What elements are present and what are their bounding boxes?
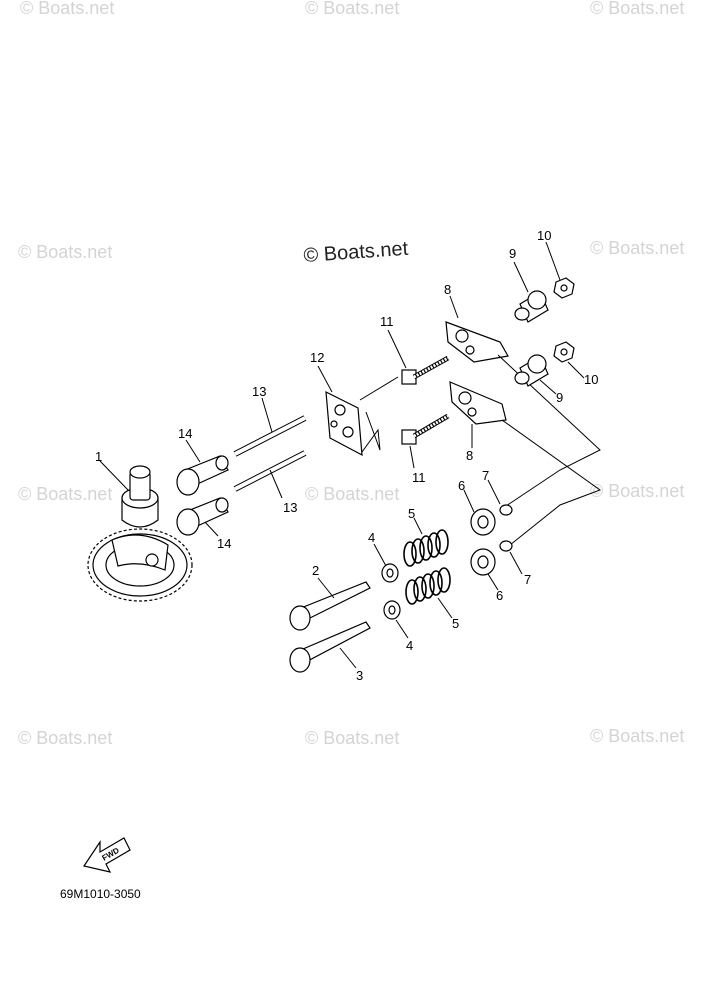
- callout-4: 4: [368, 530, 375, 545]
- callout-2: 2: [312, 563, 319, 578]
- callout-8: 8: [466, 448, 473, 463]
- callout-1: 1: [95, 449, 102, 464]
- callout-7: 7: [482, 468, 489, 483]
- watermark-main: © Boats.net: [303, 238, 410, 267]
- callout-3: 3: [356, 668, 363, 683]
- callout-10: 10: [584, 372, 598, 387]
- callout-11: 11: [380, 314, 394, 329]
- spring-retainers[interactable]: [463, 489, 499, 591]
- watermark-tile: © Boats.net: [590, 726, 684, 746]
- callout-9: 9: [556, 390, 563, 405]
- watermark-tile: © Boats.net: [590, 481, 684, 501]
- valve-cotters[interactable]: [487, 479, 523, 575]
- rocker-arm-studs[interactable]: [359, 329, 450, 469]
- valve-lifters[interactable]: [176, 439, 229, 537]
- callout-10: 10: [537, 228, 551, 243]
- callout-11: 11: [412, 470, 426, 485]
- callout-6: 6: [496, 588, 503, 603]
- fwd-arrow-icon: FWD: [83, 837, 131, 873]
- callout-4: 4: [406, 638, 413, 653]
- watermark-tile: © Boats.net: [18, 728, 112, 748]
- callout-8: 8: [444, 282, 451, 297]
- valves[interactable]: [289, 577, 371, 673]
- watermark-tile: © Boats.net: [305, 484, 399, 504]
- watermark-tile: © Boats.net: [18, 484, 112, 504]
- callout-9: 9: [509, 246, 516, 261]
- watermark-tile: © Boats.net: [305, 728, 399, 748]
- push-rods[interactable]: [233, 397, 307, 499]
- callout-14: 14: [178, 426, 192, 441]
- callout-12: 12: [310, 350, 324, 365]
- watermark-tile: © Boats.net: [18, 242, 112, 262]
- watermark-tile: © Boats.net: [590, 0, 684, 18]
- callout-14: 14: [217, 536, 231, 551]
- callout-5: 5: [408, 506, 415, 521]
- callout-labels: 1 2 3 4 4 5 5 6 6 7 7 8 8 9 9 10 10 11 1…: [95, 228, 598, 683]
- callout-13: 13: [283, 500, 297, 515]
- watermark-tile: © Boats.net: [305, 0, 399, 18]
- push-rod-guide[interactable]: [317, 365, 381, 457]
- rocker-arms[interactable]: [445, 295, 602, 546]
- watermark-tiles: © Boats.net © Boats.net © Boats.net © Bo…: [18, 0, 684, 748]
- rocker-pivots[interactable]: [513, 261, 557, 395]
- diagram-code: 69M1010-3050: [60, 887, 141, 901]
- valve-springs[interactable]: [403, 517, 453, 619]
- watermark-tile: © Boats.net: [20, 0, 114, 18]
- rocker-nuts[interactable]: [545, 241, 585, 379]
- camshaft-gear[interactable]: [87, 460, 193, 602]
- callout-7: 7: [524, 572, 531, 587]
- watermark-tile: © Boats.net: [590, 238, 684, 258]
- callout-13: 13: [252, 384, 266, 399]
- callout-6: 6: [458, 478, 465, 493]
- valve-stem-seals[interactable]: [373, 543, 409, 639]
- callout-5: 5: [452, 616, 459, 631]
